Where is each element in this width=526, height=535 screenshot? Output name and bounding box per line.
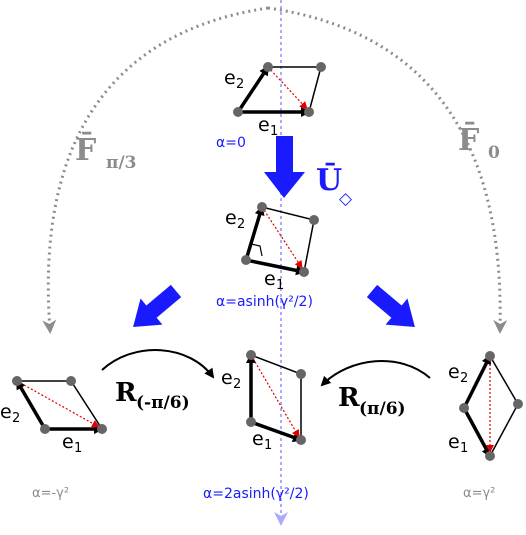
svg-text:2: 2 [460, 371, 468, 386]
alpha-top: α=0 [216, 135, 246, 151]
svg-text:2: 2 [236, 77, 244, 92]
alpha-center: α=2asinh(γ²/2) [203, 486, 309, 502]
r-pos-arc [320, 360, 431, 387]
r-neg-label: R (-π/6) [115, 378, 190, 413]
f-pi3-arc [42, 6, 269, 334]
u-diamond-label: Ū ◇ [316, 162, 353, 209]
right-parallelogram: e 2 e 1 α=γ² [448, 351, 523, 501]
svg-text:F̄: F̄ [75, 132, 96, 168]
svg-text:1: 1 [276, 278, 284, 293]
svg-text:Ū: Ū [316, 162, 342, 198]
u-diamond-arrow [264, 136, 305, 198]
f-0-label: F̄ 0 [458, 122, 500, 163]
svg-text:e: e [221, 367, 233, 389]
alpha-left: α=-γ² [32, 486, 69, 501]
svg-text:R: R [115, 378, 137, 408]
svg-text:1: 1 [270, 124, 278, 139]
middle-parallelogram: e 2 e 1 α=asinh(γ²/2) [216, 202, 319, 310]
svg-text:e: e [0, 401, 12, 423]
svg-text:◇: ◇ [339, 189, 353, 209]
svg-text:2: 2 [233, 377, 241, 392]
svg-text:(π/6): (π/6) [359, 399, 406, 419]
svg-text:e: e [448, 431, 460, 453]
r-neg-arc [101, 349, 215, 379]
e1-label: e [258, 114, 270, 136]
top-parallelogram: e 2 e 1 α=0 [216, 62, 326, 151]
alpha-right: α=γ² [463, 486, 495, 501]
blue-arrow-right [366, 284, 415, 327]
svg-text:e: e [62, 431, 74, 453]
r-pos-label: R (π/6) [338, 383, 406, 419]
f-0-arc [267, 6, 508, 334]
svg-text:1: 1 [264, 438, 272, 453]
svg-text:(-π/6): (-π/6) [136, 393, 190, 413]
center-parallelogram: e 2 e 1 α=2asinh(γ²/2) [203, 350, 309, 502]
svg-text:1: 1 [74, 441, 82, 456]
svg-text:e: e [264, 268, 276, 290]
blue-arrow-left [133, 284, 182, 327]
svg-text:2: 2 [12, 411, 20, 426]
left-parallelogram: e 2 e 1 α=-γ² [0, 376, 107, 501]
f-pi3-label: F̄ π/3 [75, 132, 136, 173]
svg-text:e: e [252, 428, 264, 450]
svg-text:e: e [225, 207, 237, 229]
svg-text:e: e [448, 361, 460, 383]
svg-text:2: 2 [237, 217, 245, 232]
svg-text:F̄: F̄ [458, 122, 479, 158]
svg-text:1: 1 [460, 441, 468, 456]
svg-text:π/3: π/3 [106, 153, 136, 173]
alpha-middle: α=asinh(γ²/2) [216, 294, 313, 310]
e2-label: e [224, 67, 236, 89]
svg-text:0: 0 [488, 143, 500, 163]
svg-text:R: R [338, 383, 360, 413]
